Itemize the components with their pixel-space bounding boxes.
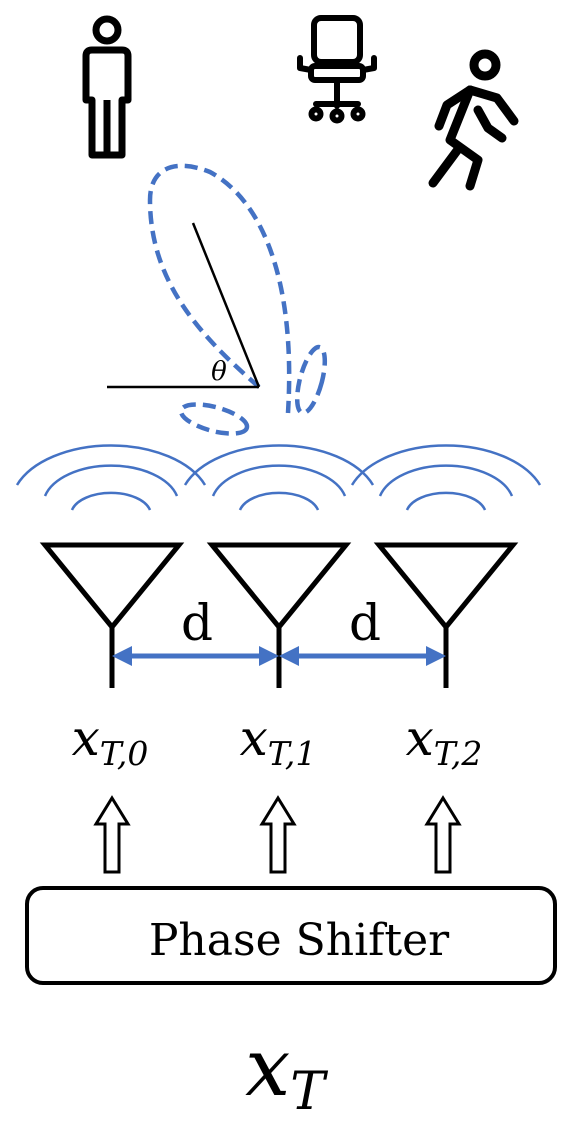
steering-angle-marker [107,222,261,389]
phase-shifter-label: Phase Shifter [149,915,450,966]
spacing-arrows [112,646,446,666]
input-signal-sub: T [290,1062,328,1122]
side-lobe-left [178,402,250,436]
up-arrow-icon-1 [259,795,297,874]
up-arrows [93,795,462,874]
wave-arcs-antenna-2 [350,444,542,511]
main-lobe [147,163,292,414]
standing-person-icon [82,15,132,159]
wave-arcs-antenna-1 [183,444,375,511]
walking-person-icon [428,49,519,191]
signal-sub-2: T,2 [434,734,483,773]
signal-sub-0: T,0 [100,734,149,773]
signal-sub-1: T,1 [268,734,317,773]
signal-base-2: x [406,709,434,767]
input-signal-label: xT [245,1021,328,1122]
signal-base-0: x [72,709,100,767]
theta-label: θ [211,357,227,387]
signal-label-0: xT,0 [72,709,149,773]
antenna-2 [373,542,519,688]
spacing-label-0: d [181,594,213,652]
up-arrow-icon-2 [424,795,462,874]
up-arrow-icon-0 [93,795,131,874]
spacing-label-1: d [349,594,381,652]
phase-shifter-box [25,886,557,985]
antenna-1 [206,542,352,688]
wave-arcs-antenna-0 [15,444,207,511]
signal-label-2: xT,2 [406,709,483,773]
office-chair-icon [297,15,377,124]
input-signal-base: x [245,1021,290,1114]
side-lobe-right [294,344,328,416]
beam-pattern [147,163,328,436]
wave-arcs [15,444,542,511]
antenna-0 [39,542,185,688]
signal-base-1: x [240,709,268,767]
signal-label-1: xT,1 [240,709,317,773]
